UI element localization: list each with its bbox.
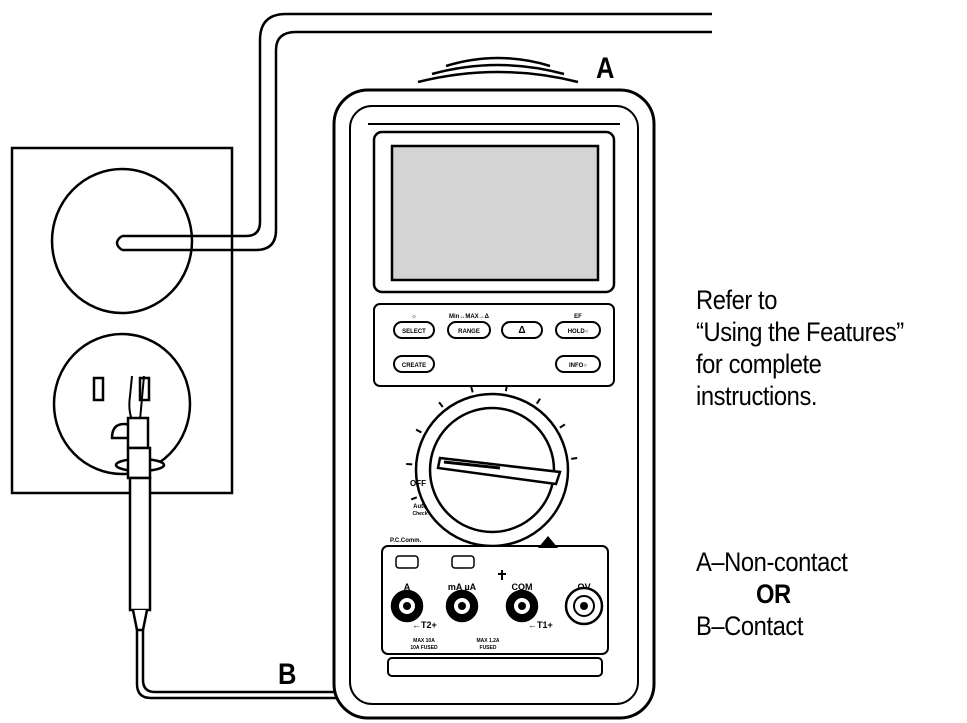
jack-ma_ua-label: mA µA — [448, 582, 477, 592]
jack-t2-note: ←T2+ — [412, 620, 437, 630]
meter-info-label: INFO○ — [569, 363, 587, 369]
meter-create-label: CREATE — [402, 363, 426, 369]
jack-ma_ua: mA µA — [445, 582, 479, 623]
lcd-screen — [390, 144, 600, 282]
dial-auto-check-label: Check — [412, 511, 427, 517]
jack-t1-note: ←T1+ — [528, 620, 553, 630]
jack-v: ΩV — [564, 582, 604, 626]
note-line: instructions. — [696, 381, 818, 411]
outlet-top-socket — [50, 167, 194, 315]
meter-info-button[interactable]: INFO○ — [555, 355, 601, 373]
meter-range-button[interactable]: RANGE Min↔MAX→Δ — [447, 314, 491, 339]
meter-select-label: SELECT — [402, 329, 426, 335]
meter-delta-label: Δ — [518, 325, 525, 336]
outlet-slot-left — [92, 376, 105, 402]
multimeter: SELECT ☼ RANGE Min↔MAX→Δ Δ HOLD○ EF CREATE INFO○… — [332, 88, 656, 720]
power-cord — [115, 12, 712, 252]
jack-panel — [381, 545, 609, 655]
note-line: for complete — [696, 349, 822, 379]
pc-comm-label: P.C.Comm. — [390, 538, 422, 544]
label-a: A — [596, 52, 615, 85]
dial-auto-label: Auto — [413, 504, 427, 510]
jack-com: COM — [505, 582, 539, 623]
meter-delta-button[interactable]: Δ — [501, 321, 543, 339]
meter-select-button[interactable]: SELECT ☼ — [393, 314, 435, 339]
meter-hold-button[interactable]: HOLD○ EF — [555, 314, 601, 339]
jack-com-label: COM — [512, 582, 533, 592]
jack-fused-ma-note: FUSED — [480, 645, 497, 651]
legend-non-contact: A–Non-contact — [696, 547, 848, 577]
warning-triangle-icon — [538, 536, 558, 548]
note-line: “Using the Features” — [696, 317, 904, 347]
label-b: B — [278, 658, 297, 691]
dial-off-label: OFF — [410, 479, 426, 488]
note-line: Refer to — [696, 285, 778, 315]
jack-a: A — [390, 582, 424, 623]
legend-or: OR — [756, 579, 791, 609]
jack-a-label: A — [404, 582, 411, 592]
meter-hold-tag: EF — [574, 314, 582, 320]
jack-fused-a-note: 10A FUSED — [410, 645, 438, 651]
meter-create-button[interactable]: CREATE — [393, 355, 435, 373]
meter-range-label: RANGE — [458, 329, 480, 335]
meter-range-tag: Min↔MAX→Δ — [449, 314, 490, 320]
meter-hold-label: HOLD○ — [568, 329, 589, 335]
jack-max-ma-note: MAX 1.2A — [476, 638, 499, 644]
meter-select-tag: ☼ — [411, 314, 417, 320]
test-probe — [114, 375, 166, 632]
wall-outlet — [10, 146, 234, 495]
sensing-arcs — [417, 56, 579, 84]
jack-max-a-note: MAX 10A — [413, 638, 435, 644]
outlet-bottom-socket — [52, 332, 192, 476]
legend-contact: B–Contact — [696, 611, 803, 641]
button-group: SELECT ☼ RANGE Min↔MAX→Δ Δ HOLD○ EF CREATE INFO○ — [393, 314, 601, 373]
